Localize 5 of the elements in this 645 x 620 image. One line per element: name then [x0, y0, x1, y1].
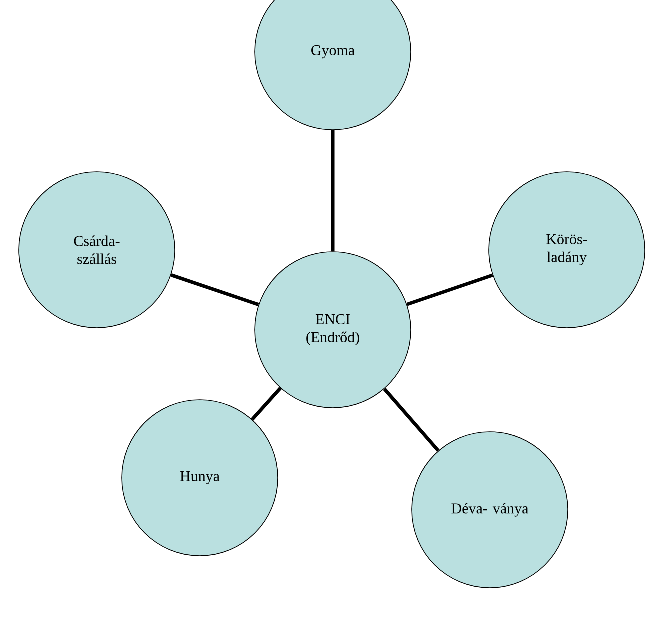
connector-line [251, 387, 282, 421]
connector-line [170, 274, 260, 306]
connector-line [331, 130, 335, 252]
connector-line [383, 388, 440, 452]
connector-line [406, 274, 494, 306]
